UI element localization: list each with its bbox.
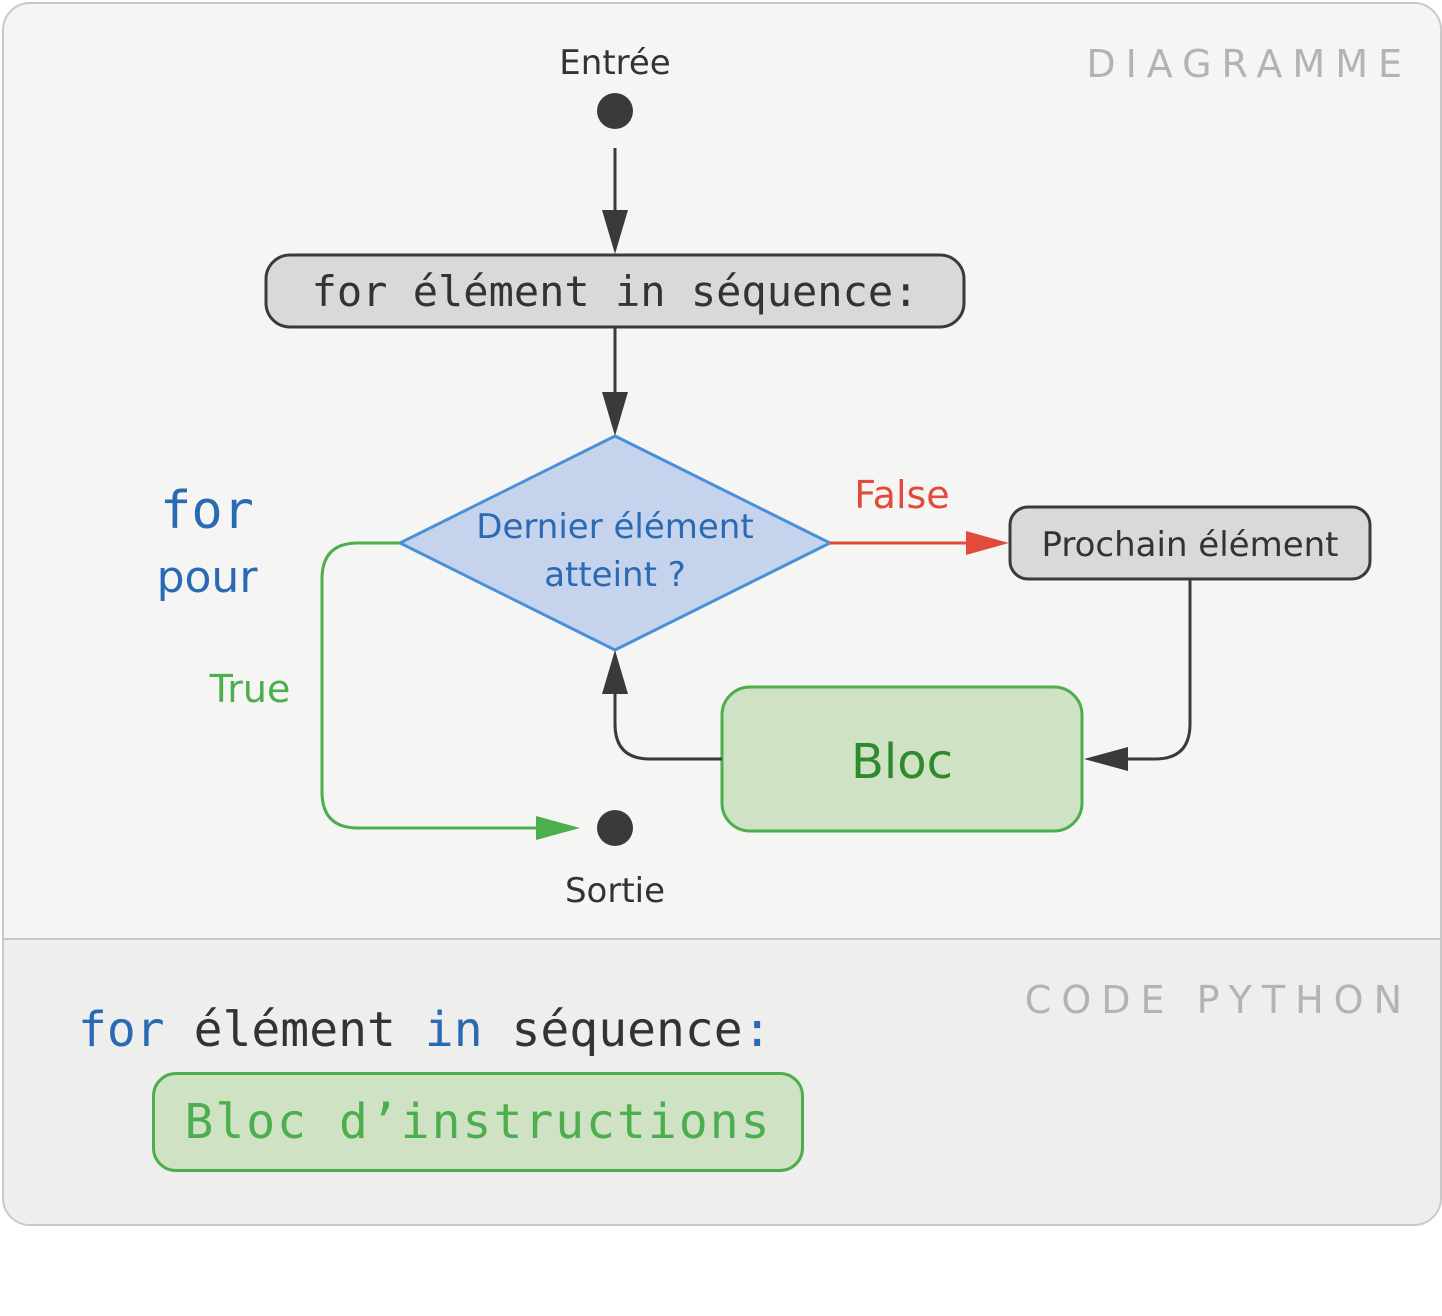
- figure-card: DIAGRAMME Entrée for élément: [2, 2, 1442, 1226]
- keyword-for: for: [160, 481, 254, 541]
- false-label: False: [854, 473, 949, 517]
- decision-line2: atteint ?: [544, 555, 686, 595]
- code-variable: élément: [164, 1002, 425, 1058]
- block-label: Bloc: [851, 734, 953, 790]
- entry-label: Entrée: [559, 43, 670, 83]
- code-panel: CODE PYTHON for élément in séquence: Blo…: [4, 938, 1440, 1224]
- keyword-translation: pour: [157, 552, 259, 603]
- code-keyword-for: for: [78, 1002, 165, 1058]
- entry-node: [597, 93, 633, 129]
- loop-header-label: for élément in séquence:: [312, 267, 919, 316]
- arrow-block-to-decision: [613, 664, 722, 761]
- next-item-label: Prochain élément: [1041, 525, 1338, 565]
- flowchart: Entrée for élément in séquence: Dernier …: [157, 43, 1372, 911]
- code-colon: :: [742, 1002, 772, 1058]
- arrowhead-block-to-decision: [602, 650, 628, 694]
- code-sequence: séquence: [482, 1002, 743, 1058]
- arrow-true: [320, 541, 564, 830]
- arrow-next-to-block: [1094, 579, 1192, 761]
- arrowhead-false: [966, 531, 1009, 555]
- arrowhead-true: [536, 816, 580, 840]
- exit-node: [597, 810, 633, 846]
- true-label: True: [209, 667, 291, 711]
- arrowhead-next-to-block: [1084, 747, 1128, 771]
- section-label-diagram: DIAGRAMME: [1086, 42, 1412, 86]
- section-label-code: CODE PYTHON: [1024, 978, 1412, 1022]
- code-line-for: for élément in séquence:: [78, 1002, 772, 1058]
- exit-label: Sortie: [565, 871, 665, 911]
- arrowhead-loop-to-decision: [602, 392, 628, 436]
- code-keyword-in: in: [424, 1002, 483, 1058]
- decision-line1: Dernier élément: [476, 507, 753, 547]
- arrowhead-entry-to-loop: [602, 210, 628, 254]
- diagram-panel: DIAGRAMME Entrée for élément: [4, 4, 1440, 938]
- code-block: Bloc d’instructions: [152, 1072, 804, 1172]
